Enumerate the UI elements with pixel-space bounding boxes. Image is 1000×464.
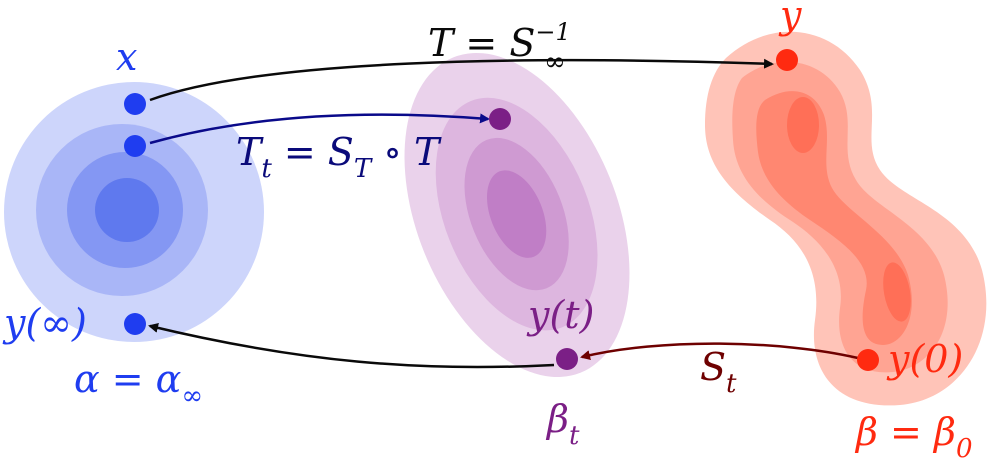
label-y-0: y(0) <box>886 337 963 381</box>
label-Tt: Tt = ST ∘ T <box>236 130 442 184</box>
label-alpha-main: α = α <box>74 357 181 401</box>
label-St-main: S <box>700 345 726 389</box>
label-alpha-sub: ∞ <box>181 381 203 411</box>
target-distribution-beta <box>705 31 987 406</box>
label-T: T = S−1∞ <box>428 18 571 77</box>
point-y <box>776 49 798 71</box>
arrow-Tt <box>149 113 490 145</box>
label-beta-t-sub: t <box>569 421 580 451</box>
point-x <box>124 93 146 115</box>
label-y-infinity: y(∞) <box>2 301 87 345</box>
label-beta-main: β = β <box>854 410 956 454</box>
label-y-t: y(t) <box>526 293 594 337</box>
label-Tt-rest: ∘ T <box>371 130 442 174</box>
arrow-T <box>149 58 774 102</box>
target-blob-core-top <box>787 97 819 153</box>
label-St-sub: t <box>726 369 737 399</box>
label-St: St <box>700 345 737 399</box>
point-Tt-image <box>489 108 511 130</box>
point-y-infinity <box>124 313 146 335</box>
label-T-sup: −1 <box>535 18 570 46</box>
label-T-sub: ∞ <box>544 47 566 77</box>
middle-blob-core <box>486 170 547 258</box>
middle-distribution-beta-t <box>404 52 630 378</box>
target-blob-inner <box>756 91 912 345</box>
source-distribution-alpha <box>4 82 264 342</box>
label-beta-t-main: β <box>545 397 569 441</box>
point-x-2 <box>124 135 146 157</box>
target-blob-core-bottom <box>883 262 911 322</box>
arrow-return <box>148 323 555 369</box>
label-beta-t: βt <box>545 397 580 451</box>
label-alpha: α = α∞ <box>74 357 203 411</box>
label-T-main: T = S <box>428 21 535 65</box>
source-blob-core <box>95 178 159 242</box>
label-Tt-eq: = S <box>272 130 354 174</box>
label-Tt-sub2: T <box>354 154 373 184</box>
label-beta-sub: 0 <box>956 434 973 464</box>
label-Tt-main: T <box>236 130 264 174</box>
label-Tt-sub: t <box>261 154 272 184</box>
point-y-t <box>556 348 578 370</box>
point-y-0 <box>857 349 879 371</box>
label-x: x <box>116 35 137 79</box>
arrow-St <box>580 342 859 360</box>
label-y: y <box>778 0 802 37</box>
label-beta: β = β0 <box>854 410 972 464</box>
